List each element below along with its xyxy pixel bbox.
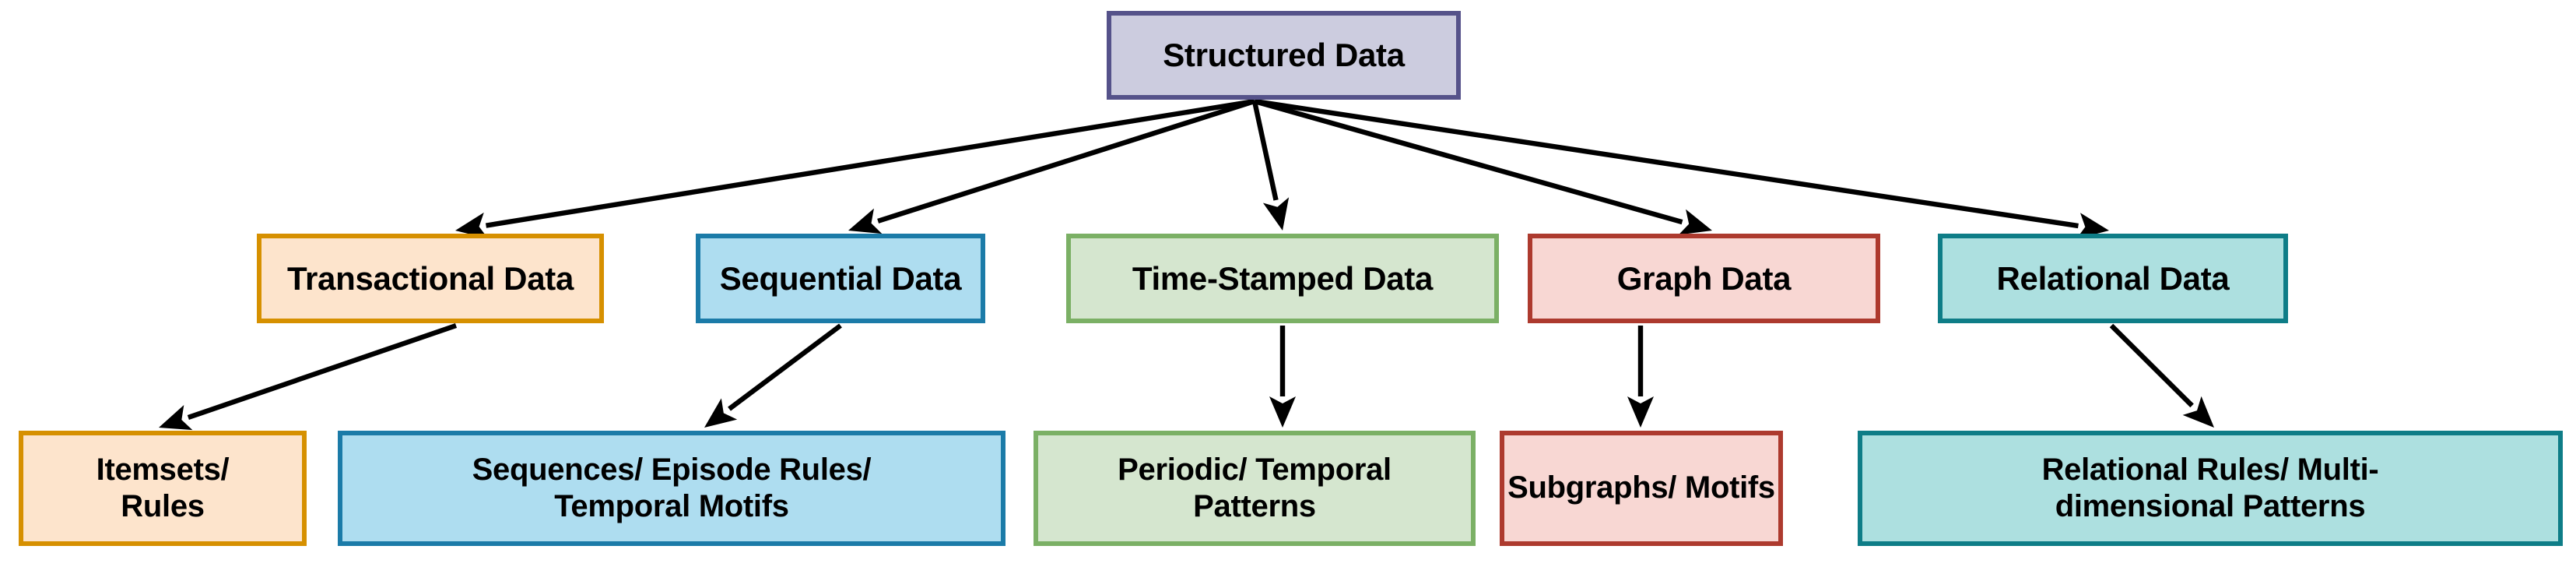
arrow-head — [1627, 396, 1654, 428]
node-label: Relational Data — [1996, 259, 2230, 297]
arrow-shaft — [728, 323, 842, 411]
node-relational-data[interactable]: Relational Data — [1938, 234, 2288, 323]
edge-sequential-sequences — [704, 323, 842, 428]
arrow-head — [159, 404, 193, 431]
arrow-shaft — [1254, 98, 2079, 229]
node-transactional-data[interactable]: Transactional Data — [257, 234, 604, 323]
edge-root-relational — [1254, 98, 2109, 239]
edge-root-graph — [1254, 98, 1712, 235]
node-label: Transactional Data — [286, 259, 574, 297]
edge-transactional-itemsets — [159, 322, 458, 431]
arrow-head — [2182, 396, 2214, 428]
arrow-head — [1269, 396, 1296, 428]
arrow-shaft — [187, 322, 458, 421]
node-graph-data[interactable]: Graph Data — [1528, 234, 1880, 323]
arrow-shaft — [1254, 98, 1683, 225]
arrow-shaft — [1251, 100, 1279, 201]
arrow-shaft — [1637, 326, 1644, 396]
edge-graph-subgraphs — [1627, 326, 1654, 428]
node-itemsets-rules[interactable]: Itemsets/ Rules — [19, 431, 307, 546]
node-label: Structured Data — [1163, 37, 1405, 74]
arrow-head — [848, 208, 883, 234]
node-label: Sequences/ Episode Rules/ Temporal Motif… — [472, 452, 872, 523]
node-subgraphs-motifs[interactable]: Subgraphs/ Motifs — [1500, 431, 1783, 546]
edge-root-transactional — [455, 98, 1255, 239]
edge-timestamped-periodic — [1269, 326, 1296, 428]
arrow-shaft — [877, 98, 1255, 224]
node-label: Sequential Data — [719, 259, 962, 297]
edge-root-timestamped — [1251, 100, 1290, 231]
node-label: Itemsets/ Rules — [96, 452, 230, 523]
node-label: Graph Data — [1616, 259, 1792, 297]
node-time-stamped-data[interactable]: Time-Stamped Data — [1066, 234, 1499, 323]
node-structured-data[interactable]: Structured Data — [1107, 11, 1461, 100]
node-periodic-temporal-patterns[interactable]: Periodic/ Temporal Patterns — [1034, 431, 1476, 546]
edge-relational-relationalrules — [2109, 323, 2214, 428]
node-label: Subgraphs/ Motifs — [1507, 470, 1775, 505]
edge-root-sequential — [848, 98, 1255, 234]
arrow-head — [704, 398, 738, 428]
node-sequences-episode-rules-temporal-motifs[interactable]: Sequences/ Episode Rules/ Temporal Motif… — [338, 431, 1005, 546]
arrow-shaft — [1279, 326, 1286, 396]
node-sequential-data[interactable]: Sequential Data — [696, 234, 985, 323]
node-label: Time-Stamped Data — [1132, 259, 1434, 297]
node-relational-rules-multidimensional-patterns[interactable]: Relational Rules/ Multi- dimensional Pat… — [1858, 431, 2563, 546]
node-label: Relational Rules/ Multi- dimensional Pat… — [2041, 452, 2379, 523]
arrow-shaft — [485, 98, 1255, 228]
arrow-head — [1678, 209, 1712, 235]
arrow-shaft — [2109, 323, 2194, 408]
node-label: Periodic/ Temporal Patterns — [1118, 452, 1392, 523]
arrow-head — [1262, 197, 1290, 231]
